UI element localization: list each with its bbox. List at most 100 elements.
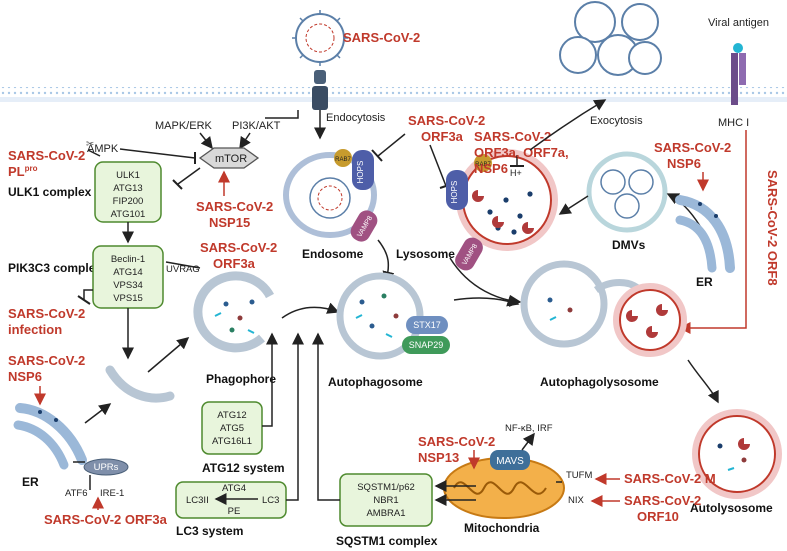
infection-label-b: infection bbox=[8, 322, 62, 337]
nsp15-label-a: SARS-CoV-2 bbox=[196, 199, 273, 214]
ampk-inhibit-line bbox=[119, 148, 196, 159]
orf10-label-a: SARS-CoV-2 bbox=[624, 493, 701, 508]
sqstm1-title: SQSTM1 complex bbox=[336, 534, 438, 548]
pi3k-connector bbox=[265, 110, 299, 119]
rab7-lysosome-label: RAB7 bbox=[475, 162, 491, 168]
mitochondria-label: Mitochondria bbox=[464, 521, 540, 535]
autolysosome-icon bbox=[692, 409, 782, 499]
lc3-label: LC3 bbox=[262, 495, 279, 506]
lysosome-label: Lysosome bbox=[396, 247, 455, 261]
sqstm1-item: AMBRA1 bbox=[366, 508, 405, 519]
er-right-icon bbox=[675, 195, 735, 273]
orf37-label-b: ORF3a, ORF7a, bbox=[474, 145, 569, 160]
orf10-label-b: ORF10 bbox=[637, 509, 679, 524]
snap29-label: SNAP29 bbox=[409, 340, 444, 350]
exocytosis-arrow bbox=[529, 99, 607, 151]
nsp13-label-b: NSP13 bbox=[418, 450, 459, 465]
exocytosis-label: Exocytosis bbox=[590, 115, 643, 127]
mtor-label: mTOR bbox=[215, 153, 247, 165]
mtor-inhibit-bar bbox=[172, 179, 183, 190]
ulk1-item: ATG101 bbox=[111, 209, 146, 220]
nsp6-left-label-b: NSP6 bbox=[8, 369, 42, 384]
phagophore-label: Phagophore bbox=[206, 372, 276, 386]
phagophore-precursor-icon bbox=[105, 365, 175, 403]
atg12-item: ATG16L1 bbox=[212, 436, 252, 447]
orf37-label-c: NSP6 bbox=[474, 161, 508, 176]
mapk-label: MAPK/ERK bbox=[155, 120, 213, 132]
vamp8-endosome-node bbox=[350, 210, 378, 242]
mhc-i-icon bbox=[731, 43, 746, 105]
pik3c3-item: Beclin-1 bbox=[111, 254, 145, 265]
mavs-node bbox=[490, 450, 530, 470]
endocytosis-label: Endocytosis bbox=[326, 112, 386, 124]
viral-antigen-label: Viral antigen bbox=[708, 17, 769, 29]
er-left-icon bbox=[13, 403, 87, 470]
hops-lysosome-node bbox=[446, 170, 468, 210]
atg12-item: ATG12 bbox=[217, 410, 246, 421]
virus-particle-icon bbox=[292, 10, 348, 66]
uvrag-label: UVRAG bbox=[166, 264, 200, 275]
atg12-title: ATG12 system bbox=[202, 461, 284, 475]
autophagosome-to-autophagolysosome-arrow bbox=[453, 294, 520, 307]
virus-label: SARS-CoV-2 bbox=[343, 30, 420, 45]
ulk1-item: FIP200 bbox=[113, 196, 144, 207]
mtor-inhibit-ulk1 bbox=[177, 167, 201, 185]
released-virions-icon bbox=[559, 1, 662, 76]
plasma-membrane bbox=[0, 87, 787, 102]
uprs-label: UPRs bbox=[94, 462, 119, 473]
orf3a-top-label-b: ORF3a bbox=[421, 129, 464, 144]
nsp6-right-label-b: NSP6 bbox=[667, 156, 701, 171]
pik3c3-item: VPS15 bbox=[113, 293, 143, 304]
nsp6-left-label-a: SARS-CoV-2 bbox=[8, 353, 85, 368]
mtor-node bbox=[198, 147, 260, 169]
pi3k-label: PI3K/AKT bbox=[232, 120, 281, 132]
mapk-to-mtor-arrow bbox=[199, 132, 213, 150]
atg12-up-arrow bbox=[262, 332, 278, 427]
infection-label-a: SARS-CoV-2 bbox=[8, 306, 85, 321]
uprs-node bbox=[83, 458, 129, 476]
phagophore-icon bbox=[193, 271, 274, 353]
pik3c3-item: ATG14 bbox=[113, 267, 142, 278]
autophagosome-label: Autophagosome bbox=[328, 375, 423, 389]
stx17-node bbox=[406, 316, 448, 334]
autolysosome-label: Autolysosome bbox=[690, 501, 773, 515]
autophagolysosome-label: Autophagolysosome bbox=[540, 375, 659, 389]
mavs-to-nfkb-arrow bbox=[521, 432, 535, 451]
er-right-label: ER bbox=[696, 275, 713, 289]
dmvs-icon bbox=[586, 151, 668, 233]
plpro-label-b: PLpro bbox=[8, 164, 38, 179]
scissors-icon: ✂ bbox=[86, 139, 94, 150]
phagophore-to-autophagosome-arrow bbox=[281, 302, 340, 319]
pe-label: PE bbox=[228, 506, 241, 517]
vamp8-lysosome-node bbox=[455, 237, 483, 271]
ire1-label: IRE-1 bbox=[100, 488, 124, 499]
ampk-label: AMPK bbox=[87, 143, 119, 155]
nfkb-label: NF-κB, IRF bbox=[505, 423, 553, 434]
plpro-cleave-line bbox=[87, 149, 101, 157]
pik3c3-item: VPS34 bbox=[113, 280, 143, 291]
orf3a-top-inhibit-hops bbox=[377, 133, 406, 157]
lc3ii-label: LC3II bbox=[186, 495, 209, 506]
mavs-label: MAVS bbox=[496, 456, 524, 467]
orf37-label-a: SARS-CoV-2 bbox=[474, 129, 551, 144]
autophagolysosome-icon bbox=[520, 260, 687, 357]
infection-inhibit-bar bbox=[77, 295, 91, 305]
to-autolysosome-arrow bbox=[687, 359, 719, 404]
pik3c3-title: PIK3C3 complex bbox=[8, 261, 102, 275]
snap29-node bbox=[402, 336, 450, 354]
lc3-up-arrow bbox=[286, 332, 304, 501]
orf3a-top-label-a: SARS-CoV-2 bbox=[408, 113, 485, 128]
ulk1-item: ULK1 bbox=[116, 170, 140, 181]
nsp15-label-b: NSP15 bbox=[209, 215, 250, 230]
hplus-label: H+ bbox=[510, 168, 522, 178]
plpro-label-a: SARS-CoV-2 bbox=[8, 148, 85, 163]
dmvs-to-lysosome-arrow bbox=[558, 195, 589, 215]
stx17-label: STX17 bbox=[413, 320, 441, 330]
atg12-box bbox=[201, 401, 263, 455]
sqstm1-up-arrow bbox=[312, 332, 340, 501]
sqstm1-item: SQSTM1/p62 bbox=[357, 482, 415, 493]
dmvs-label: DMVs bbox=[612, 238, 646, 252]
atf6-label: ATF6 bbox=[65, 488, 88, 499]
